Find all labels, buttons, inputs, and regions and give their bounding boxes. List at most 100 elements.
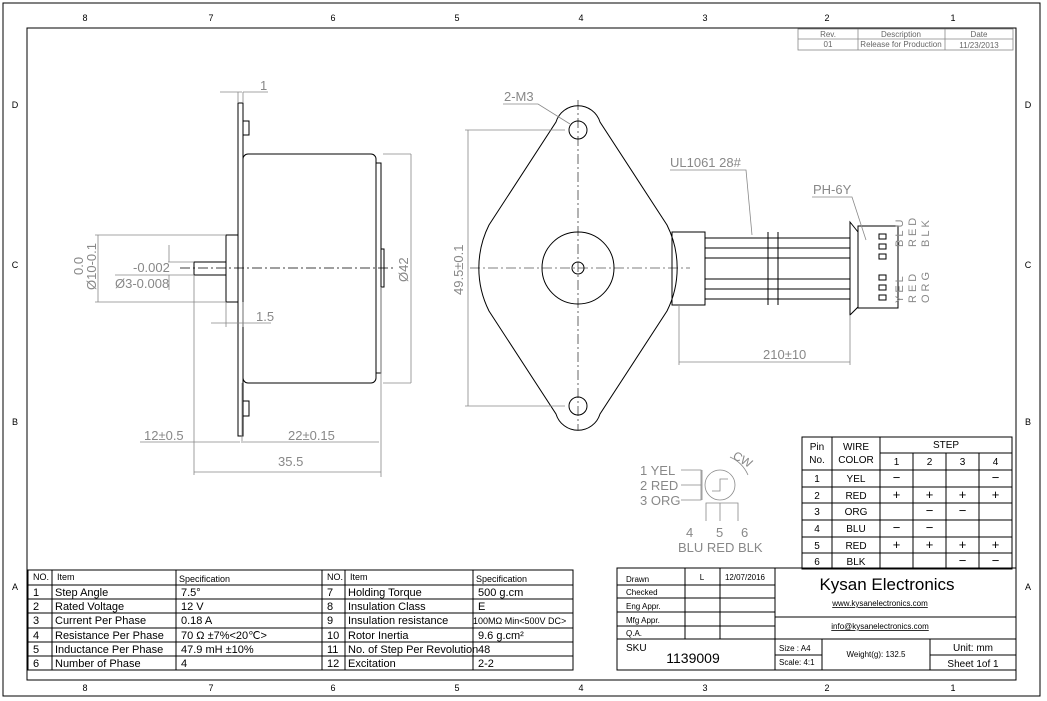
schematic-pin-4: 4 — [686, 525, 693, 540]
zone-column-top: 3 — [702, 13, 707, 23]
zone-column-top: 4 — [578, 13, 583, 23]
step-polarity: + — [926, 487, 934, 502]
zone-column-top: 7 — [208, 13, 213, 23]
zone-column-bottom: 5 — [454, 683, 459, 693]
zone-column-bottom: 1 — [950, 683, 955, 693]
dim-shaft-tol: 0.0 — [71, 257, 86, 275]
pin-number: 3 — [814, 507, 820, 518]
spec-item: Holding Torque — [348, 587, 422, 599]
step-polarity: − — [992, 470, 1000, 485]
shaft — [193, 261, 227, 276]
spec-number: 1 — [33, 587, 39, 599]
dim-flange-thickness: 1 — [260, 78, 267, 93]
step-polarity: + — [926, 537, 934, 552]
step-polarity: − — [893, 520, 901, 535]
weight: Weight(g): 132.5 — [847, 650, 907, 659]
wire-color: ORG — [845, 507, 868, 518]
connector — [857, 225, 899, 309]
pin-header: Pin — [810, 442, 824, 453]
spec-item: Current Per Phase — [55, 615, 146, 627]
dim-shaft-dia: Ø10-0.1 — [84, 243, 99, 290]
zone-row-left: B — [12, 417, 18, 427]
schematic-pin-3: 3 ORG — [640, 493, 680, 508]
zone-row-left: D — [12, 100, 19, 110]
connector-wire-label: BLK — [920, 217, 932, 247]
connector-wire-label: BLU — [894, 217, 906, 247]
pin-number: 2 — [814, 491, 820, 502]
step-polarity: − — [926, 520, 934, 535]
motor-body — [242, 153, 377, 384]
spec-value: 9.6 g.cm² — [478, 630, 524, 642]
company-website: www.kysanelectronics.com — [831, 599, 928, 608]
connector-pin — [878, 233, 887, 240]
zone-column-bottom: 3 — [702, 683, 707, 693]
zone-column-bottom: 7 — [208, 683, 213, 693]
step-number-header: 2 — [927, 457, 933, 468]
zone-row-right: A — [1025, 582, 1031, 592]
sheet-number: Sheet 1of 1 — [947, 659, 999, 670]
dim-boss-length: 1.5 — [256, 309, 274, 324]
pin-header: No. — [809, 455, 825, 466]
step-number-header: 1 — [894, 457, 900, 468]
spec-item: Insulation resistance — [348, 615, 448, 627]
revision-table: Rev. Description Date 01 Release for Pro… — [797, 28, 1014, 51]
dim-shaft-tol-small: -0.002 — [133, 260, 170, 275]
zone-column-top: 2 — [824, 13, 829, 23]
connector-pin — [878, 294, 887, 301]
schematic-pin-5: 5 — [716, 525, 723, 540]
date-value: 11/23/2013 — [959, 41, 999, 50]
sheet-size: Size : A4 — [779, 644, 811, 653]
spec-value: 500 g.cm — [478, 587, 523, 599]
spec-number: 11 — [327, 644, 338, 656]
rev-value: 01 — [824, 40, 833, 49]
spec-header: Item — [57, 572, 75, 582]
description-value: Release for Production — [860, 40, 941, 49]
spec-header: NO. — [33, 572, 49, 582]
wire-color: YEL — [847, 474, 866, 485]
zone-column-bottom: 4 — [578, 683, 583, 693]
spec-value: 12 V — [181, 601, 204, 613]
dim-shaft-length: 12±0.5 — [144, 428, 184, 443]
wire-color: RED — [845, 541, 866, 552]
spec-header: Specification — [179, 574, 230, 584]
spec-item: Number of Phase — [55, 658, 141, 670]
spec-value: 47.9 mH ±10% — [181, 644, 254, 656]
rev-header: Rev. — [820, 30, 836, 39]
zone-row-left: A — [12, 582, 18, 592]
spec-number: 2 — [33, 601, 39, 613]
spec-number: 7 — [327, 587, 333, 599]
label-wire-type: UL1061 28# — [670, 155, 742, 170]
zone-column-bottom: 8 — [82, 683, 87, 693]
step-polarity: − — [959, 503, 967, 518]
company-email: info@kysanelectronics.com — [831, 622, 929, 631]
spec-item: No. of Step Per Revolution — [348, 644, 478, 656]
spec-number: 4 — [33, 630, 39, 642]
spec-number: 12 — [327, 658, 339, 670]
approval-initials: L — [700, 573, 705, 582]
wire-color: RED — [845, 491, 866, 502]
zone-column-top: 6 — [330, 13, 335, 23]
schematic-pin-6: 6 — [741, 525, 748, 540]
connector-pin — [878, 274, 887, 281]
description-header: Description — [881, 30, 921, 39]
dim-lead-length: 210±10 — [763, 347, 806, 362]
wiring-schematic: CW 1 YEL 2 RED 3 ORG 4 5 6 BLU RED BLK — [640, 448, 763, 555]
zone-row-right: D — [1025, 100, 1032, 110]
spec-number: 3 — [33, 615, 39, 627]
approval-label: Checked — [626, 588, 658, 597]
spec-value: E — [478, 601, 485, 613]
schematic-pin-1: 1 YEL — [640, 463, 675, 478]
wire-grommet — [671, 231, 706, 306]
spec-value: 7.5° — [181, 587, 201, 599]
connector-pin — [878, 253, 887, 260]
cw-arrow-icon — [729, 456, 749, 476]
company-name: Kysan Electronics — [819, 575, 954, 594]
step-polarity: + — [893, 537, 901, 552]
pin-number: 5 — [814, 541, 820, 552]
